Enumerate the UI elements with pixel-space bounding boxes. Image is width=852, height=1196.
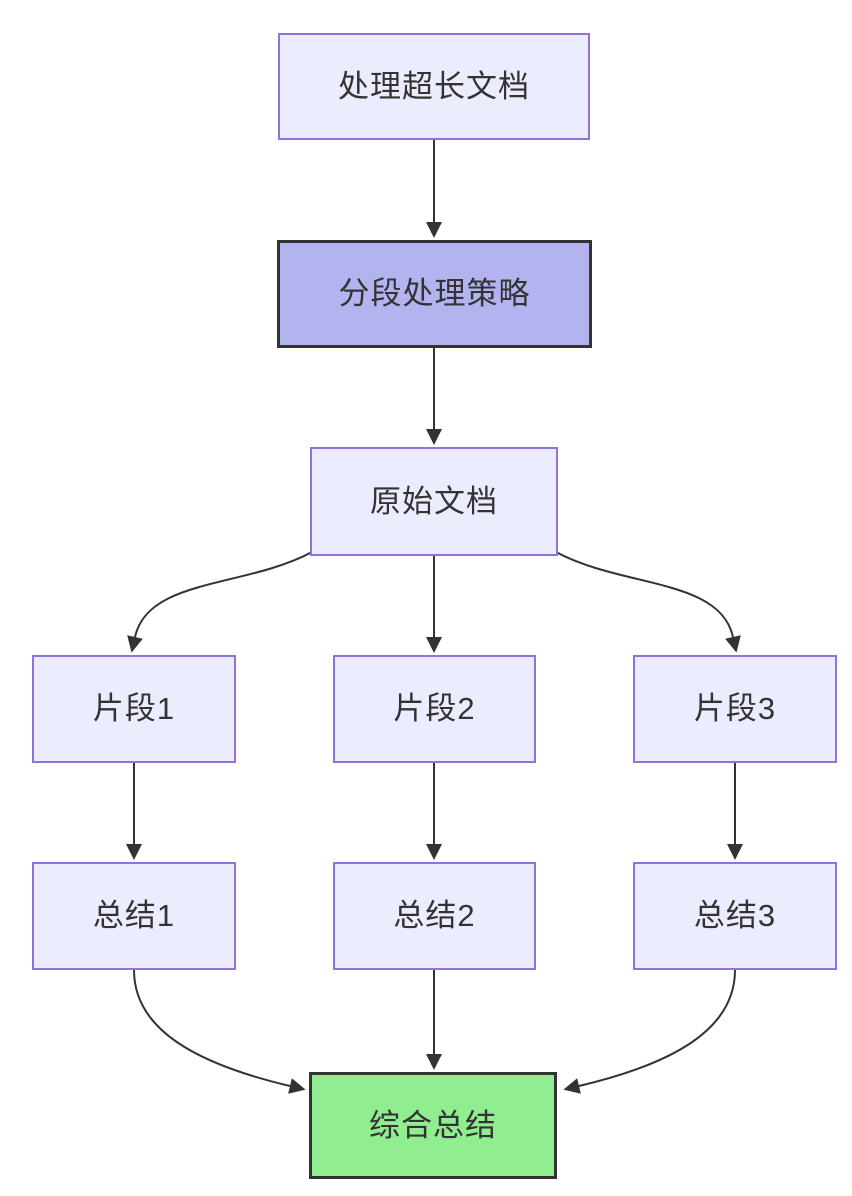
node-label: 原始文档 [370,483,498,519]
node-label: 总结3 [693,898,777,934]
edge-C-D3 [555,551,741,653]
node-label: 处理超长文档 [338,68,530,104]
node-segmentation-strategy: 分段处理策略 [277,240,592,348]
node-process-long-document: 处理超长文档 [278,33,590,140]
node-label: 总结2 [393,898,476,934]
node-label: 总结1 [92,898,176,934]
edge-E3-F [563,969,736,1094]
node-summary-3: 总结3 [633,862,837,970]
edge-E1-F [133,969,306,1094]
node-summary-2: 总结2 [333,862,536,970]
edge-C-D1 [127,551,313,653]
node-label: 分段处理策略 [338,276,531,312]
node-fragment-1: 片段1 [32,655,236,763]
node-original-document: 原始文档 [310,447,558,556]
node-label: 片段1 [92,691,176,727]
node-label: 片段3 [693,691,777,727]
node-combined-summary: 综合总结 [309,1072,557,1179]
node-summary-1: 总结1 [32,862,236,970]
node-fragment-3: 片段3 [633,655,837,763]
node-label: 片段2 [393,691,476,727]
node-label: 综合总结 [369,1107,497,1143]
node-fragment-2: 片段2 [333,655,536,763]
